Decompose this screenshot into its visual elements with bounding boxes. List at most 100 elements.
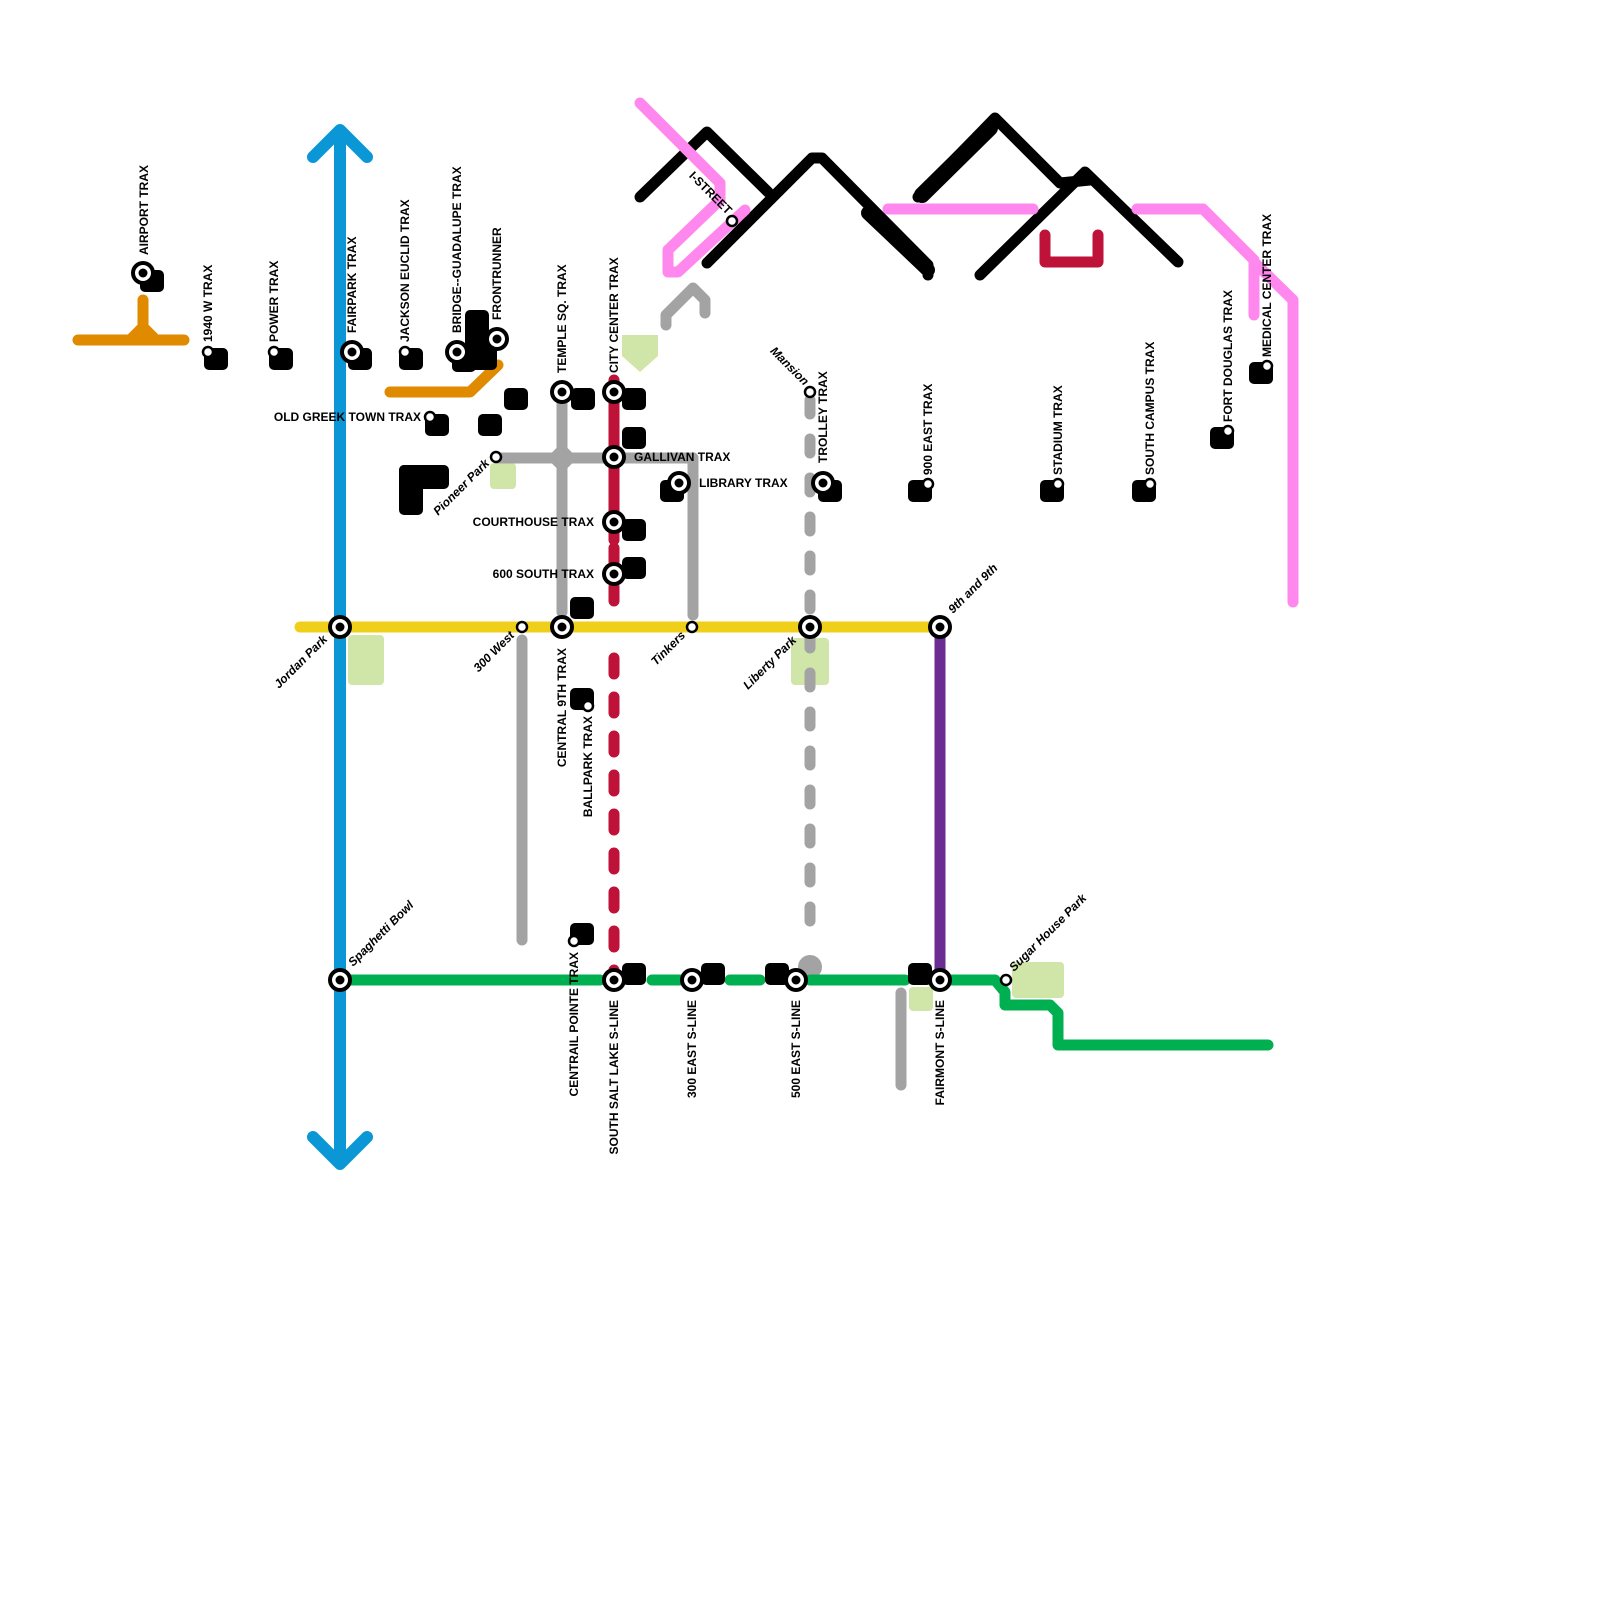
station[interactable]: CENTRAIL POINTE TRAX [567, 934, 581, 1096]
station[interactable]: JACKSON EUCLID TRAX [398, 199, 412, 359]
black-line [634, 126, 774, 203]
station[interactable]: FORT DOUGLAS TRAX [1221, 290, 1235, 438]
station-label[interactable]: Mansion [767, 344, 811, 388]
station[interactable]: BALLPARK TRAX [581, 699, 595, 817]
station[interactable]: SOUTH CAMPUS TRAX [1143, 342, 1157, 491]
interchange-dot [609, 975, 619, 985]
station-label[interactable]: AIRPORT TRAX [137, 165, 151, 255]
station[interactable]: FRONTRUNNER [485, 227, 509, 351]
gray-junction [546, 442, 578, 474]
station[interactable]: Mansion [767, 344, 817, 399]
station[interactable]: OLD GREEK TOWN TRAX [274, 410, 437, 424]
station-label[interactable]: 900 EAST TRAX [921, 384, 935, 475]
stop-marker [489, 450, 503, 464]
station-label[interactable]: FORT DOUGLAS TRAX [1221, 290, 1235, 422]
station[interactable]: BRIDGE--GUADALUPE TRAX [445, 166, 469, 364]
interchange-dot [674, 478, 684, 488]
station-label[interactable]: TEMPLE SQ. TRAX [555, 264, 569, 373]
station-label[interactable]: Jordan Park [271, 631, 331, 691]
stop-marker [999, 973, 1013, 987]
station-label[interactable]: GALLIVAN TRAX [634, 450, 730, 464]
station[interactable]: 300 EAST S-LINE [680, 968, 704, 1098]
station-label[interactable]: 300 EAST S-LINE [685, 1000, 699, 1098]
station-label[interactable]: POWER TRAX [267, 261, 281, 342]
station-label[interactable]: 300 West [471, 628, 518, 675]
station[interactable]: STADIUM TRAX [1051, 385, 1065, 491]
station-label[interactable]: 600 SOUTH TRAX [493, 567, 594, 581]
stop-marker [803, 385, 817, 399]
gray-line [660, 282, 711, 331]
station-building [478, 414, 502, 436]
station-building [622, 963, 646, 985]
station[interactable]: 9th and 9th [928, 561, 1000, 639]
interchange-dot [452, 347, 462, 357]
station-label[interactable]: BALLPARK TRAX [581, 716, 595, 817]
station-label[interactable]: SOUTH CAMPUS TRAX [1143, 342, 1157, 475]
station-label[interactable]: CENTRAL 9TH TRAX [555, 648, 569, 767]
station[interactable]: GALLIVAN TRAX [602, 445, 730, 469]
station-label[interactable]: FAIRMONT S-LINE [933, 1000, 947, 1105]
station-label[interactable]: CITY CENTER TRAX [607, 257, 621, 373]
green-line [929, 974, 1274, 1051]
station-label[interactable]: JACKSON EUCLID TRAX [398, 199, 412, 342]
station-label[interactable]: Tinkers [648, 628, 688, 668]
station[interactable]: 900 EAST TRAX [921, 384, 935, 491]
station[interactable]: TEMPLE SQ. TRAX [550, 264, 574, 404]
station[interactable]: 600 SOUTH TRAX [493, 562, 626, 586]
station-label[interactable]: 500 EAST S-LINE [789, 1000, 803, 1098]
pink-line [634, 97, 751, 278]
station[interactable]: 500 EAST S-LINE [784, 968, 808, 1098]
orange-line [124, 321, 162, 346]
station-label[interactable]: FRONTRUNNER [490, 227, 504, 320]
interchange-dot [335, 975, 345, 985]
station-label[interactable]: Sugar House Park [1006, 890, 1090, 974]
stop-marker [1260, 359, 1274, 373]
station-label[interactable]: Spaghetti Bowl [345, 897, 417, 969]
black-line [914, 120, 998, 203]
station-building [622, 519, 646, 541]
station-label[interactable]: CENTRAIL POINTE TRAX [567, 952, 581, 1096]
pink-line [1248, 256, 1299, 608]
station[interactable]: FAIRPARK TRAX [340, 237, 364, 364]
orange-line [384, 359, 504, 398]
station-label[interactable]: STADIUM TRAX [1051, 385, 1065, 475]
station-label[interactable]: COURTHOUSE TRAX [473, 515, 594, 529]
station[interactable]: AIRPORT TRAX [131, 165, 155, 285]
park-area [348, 635, 384, 685]
station[interactable]: MEDICAL CENTER TRAX [1260, 214, 1274, 373]
interchange-dot [492, 334, 502, 344]
station-building [571, 388, 595, 410]
station[interactable]: CENTRAL 9TH TRAX [550, 615, 574, 767]
stop-marker [515, 620, 529, 634]
station[interactable]: POWER TRAX [267, 261, 281, 359]
stop-marker [581, 699, 595, 713]
station-label[interactable]: SOUTH SALT LAKE S-LINE [607, 1000, 621, 1154]
station[interactable]: COURTHOUSE TRAX [473, 510, 626, 534]
stop-marker [567, 934, 581, 948]
interchange-dot [347, 347, 357, 357]
interchange-dot [791, 975, 801, 985]
station-label[interactable]: OLD GREEK TOWN TRAX [274, 410, 421, 424]
blue-line-arrow-south [307, 1131, 373, 1170]
station[interactable]: 1940 W TRAX [201, 265, 215, 359]
station-label[interactable]: BRIDGE--GUADALUPE TRAX [450, 166, 464, 333]
station-label[interactable]: FAIRPARK TRAX [345, 237, 359, 333]
station-label[interactable]: 9th and 9th [945, 561, 1000, 616]
station[interactable]: SOUTH SALT LAKE S-LINE [602, 968, 626, 1154]
station-building [504, 388, 528, 410]
station-label[interactable]: LIBRARY TRAX [699, 476, 788, 490]
station[interactable]: CITY CENTER TRAX [602, 257, 626, 404]
interchange-dot [609, 387, 619, 397]
park-area [490, 463, 516, 489]
park-area [791, 638, 829, 685]
station-label[interactable]: MEDICAL CENTER TRAX [1260, 214, 1274, 357]
station[interactable]: TROLLEY TRAX [811, 371, 835, 495]
station[interactable]: FAIRMONT S-LINE [928, 968, 952, 1105]
black-line [974, 166, 1184, 281]
station[interactable]: LIBRARY TRAX [667, 471, 788, 495]
stop-marker [267, 345, 281, 359]
station-building [908, 963, 932, 985]
station-label[interactable]: 1940 W TRAX [201, 265, 215, 342]
station-label[interactable]: TROLLEY TRAX [816, 371, 830, 463]
station-building [701, 963, 725, 985]
